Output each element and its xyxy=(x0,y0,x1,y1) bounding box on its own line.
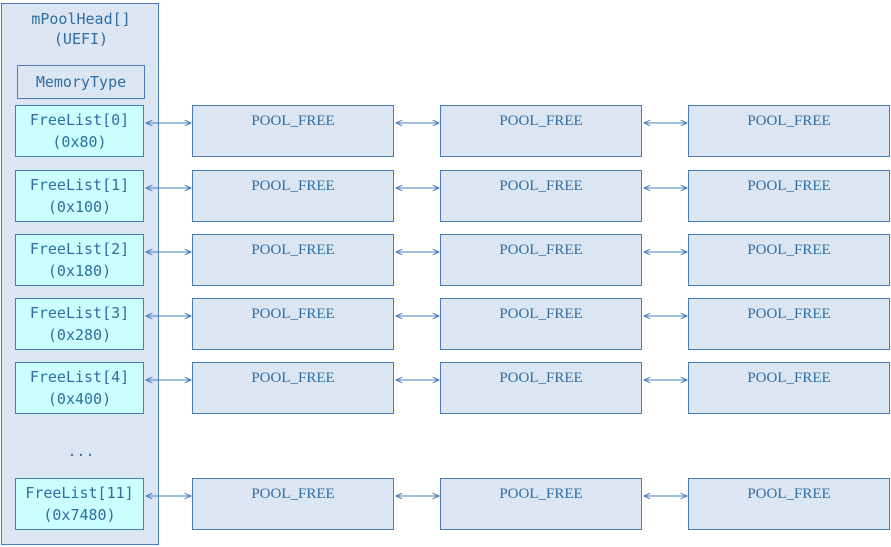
freelist-entry: FreeList[3] (0x280) xyxy=(15,298,144,350)
freelist-name: FreeList[0] xyxy=(29,111,130,129)
pool-free-node: POOL_FREE xyxy=(192,105,394,157)
freelist-entry: FreeList[4] (0x400) xyxy=(15,362,144,414)
freelist-size: (0x80) xyxy=(52,133,107,151)
pool-free-node: POOL_FREE xyxy=(688,234,890,286)
freelist-entry: FreeList[1] (0x100) xyxy=(15,170,144,222)
freelist-entry: FreeList[11] (0x7480) xyxy=(15,478,144,530)
pool-head-title-name: mPoolHead[] xyxy=(31,10,131,28)
freelist-entry: FreeList[0] (0x80) xyxy=(15,105,144,157)
freelist-size: (0x400) xyxy=(47,390,112,408)
freelist-size: (0x280) xyxy=(47,326,112,344)
pool-free-node: POOL_FREE xyxy=(440,362,642,414)
pool-free-node: POOL_FREE xyxy=(440,170,642,222)
freelist-name: FreeList[1] xyxy=(29,176,130,194)
freelist-name: FreeList[11] xyxy=(25,484,134,502)
pool-free-node: POOL_FREE xyxy=(440,234,642,286)
pool-free-node: POOL_FREE xyxy=(192,478,394,530)
pool-free-node: POOL_FREE xyxy=(440,298,642,350)
pool-free-node: POOL_FREE xyxy=(688,478,890,530)
pool-free-node: POOL_FREE xyxy=(688,298,890,350)
pool-free-node: POOL_FREE xyxy=(688,105,890,157)
ellipsis: ... xyxy=(67,442,95,460)
freelist-name: FreeList[2] xyxy=(29,240,130,258)
pool-free-node: POOL_FREE xyxy=(440,478,642,530)
pool-free-node: POOL_FREE xyxy=(688,170,890,222)
freelist-name: FreeList[3] xyxy=(29,304,130,322)
pool-head-title: mPoolHead[] (UEFI) xyxy=(2,9,160,49)
freelist-name: FreeList[4] xyxy=(29,368,130,386)
pool-head-title-scope: (UEFI) xyxy=(53,30,109,48)
freelist-size: (0x7480) xyxy=(43,506,116,524)
pool-free-node: POOL_FREE xyxy=(440,105,642,157)
freelist-size: (0x100) xyxy=(47,198,112,216)
pool-free-node: POOL_FREE xyxy=(688,362,890,414)
pool-free-node: POOL_FREE xyxy=(192,298,394,350)
memory-type-box: MemoryType xyxy=(17,65,145,99)
pool-free-node: POOL_FREE xyxy=(192,170,394,222)
freelist-size: (0x180) xyxy=(47,262,112,280)
freelist-entry: FreeList[2] (0x180) xyxy=(15,234,144,286)
pool-free-node: POOL_FREE xyxy=(192,362,394,414)
pool-free-node: POOL_FREE xyxy=(192,234,394,286)
